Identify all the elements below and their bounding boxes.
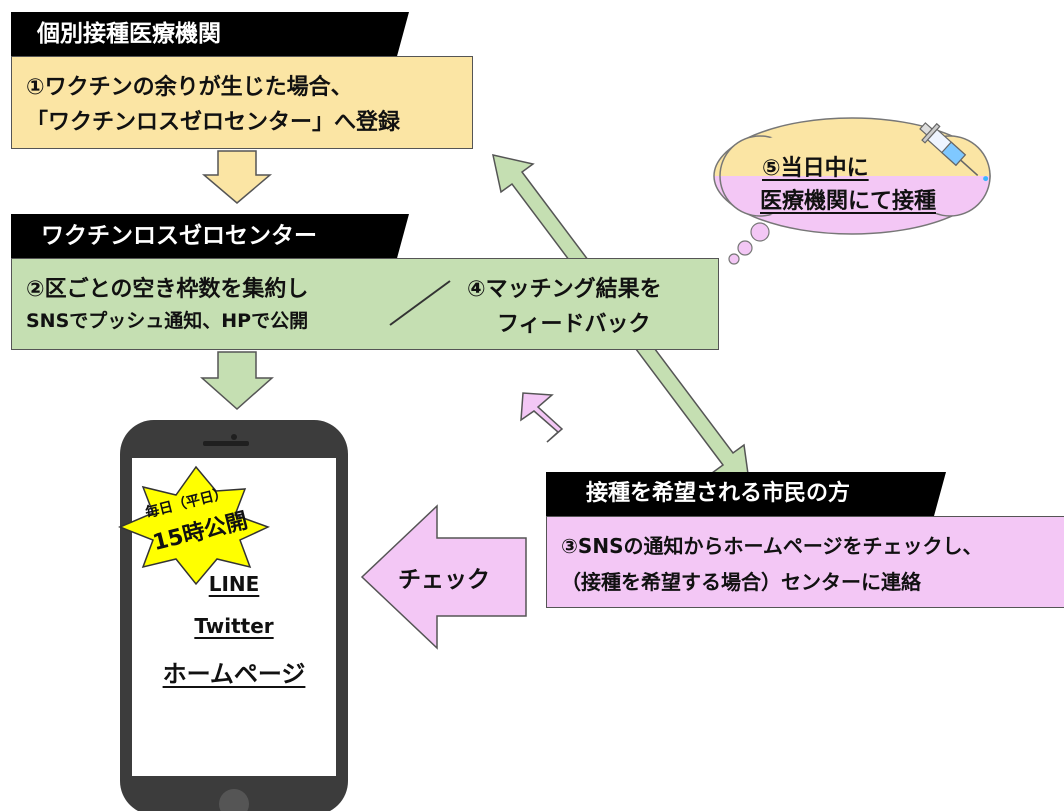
citizen-header-label: 接種を希望される市民の方 [586, 481, 851, 506]
down-arrow-green [200, 351, 274, 411]
step1-line2: 「ワクチンロスゼロセンター」へ登録 [26, 110, 401, 135]
step3-box: ③SNSの通知からホームページをチェックし、 （接種を希望する場合）センターに連… [546, 516, 1064, 608]
down-arrow-yellow [201, 150, 273, 204]
step1-line1: ①ワクチンの余りが生じた場合、 [26, 75, 353, 100]
step3-line1: ③SNSの通知からホームページをチェックし、 [561, 534, 983, 558]
step-divider-slash [389, 280, 451, 326]
publish-burst [118, 465, 270, 586]
step4-line1: ④マッチング結果を [467, 277, 662, 302]
medical-header: 個別接種医療機関 [11, 12, 409, 56]
phone-link-line[interactable]: LINE [208, 572, 260, 596]
thought-cloud [713, 117, 991, 265]
step2-line2: SNSでプッシュ通知、HPで公開 [26, 310, 309, 332]
step2-box: ②区ごとの空き枠数を集約し SNSでプッシュ通知、HPで公開 ④マッチング結果を… [11, 258, 719, 350]
medical-header-label: 個別接種医療機関 [37, 21, 221, 47]
step4-line2: フィードバック [497, 312, 651, 337]
center-header: ワクチンロスゼロセンター [11, 214, 409, 258]
step3-line2: （接種を希望する場合）センターに連絡 [561, 570, 921, 594]
small-arrow-pink [520, 392, 564, 443]
syringe-icon [919, 122, 989, 182]
citizen-header: 接種を希望される市民の方 [546, 472, 946, 516]
center-header-label: ワクチンロスゼロセンター [41, 223, 317, 249]
check-arrow [360, 504, 527, 650]
step2-line1: ②区ごとの空き枠数を集約し [26, 277, 309, 302]
cloud-line1: ⑤当日中に [762, 156, 869, 181]
phone-link-twitter[interactable]: Twitter [194, 614, 274, 638]
step1-box: ①ワクチンの余りが生じた場合、 「ワクチンロスゼロセンター」へ登録 [11, 56, 473, 149]
cloud-line2: 医療機関にて接種 [760, 189, 937, 214]
phone-link-homepage[interactable]: ホームページ [162, 660, 306, 688]
check-arrow-label: チェック [398, 567, 490, 593]
